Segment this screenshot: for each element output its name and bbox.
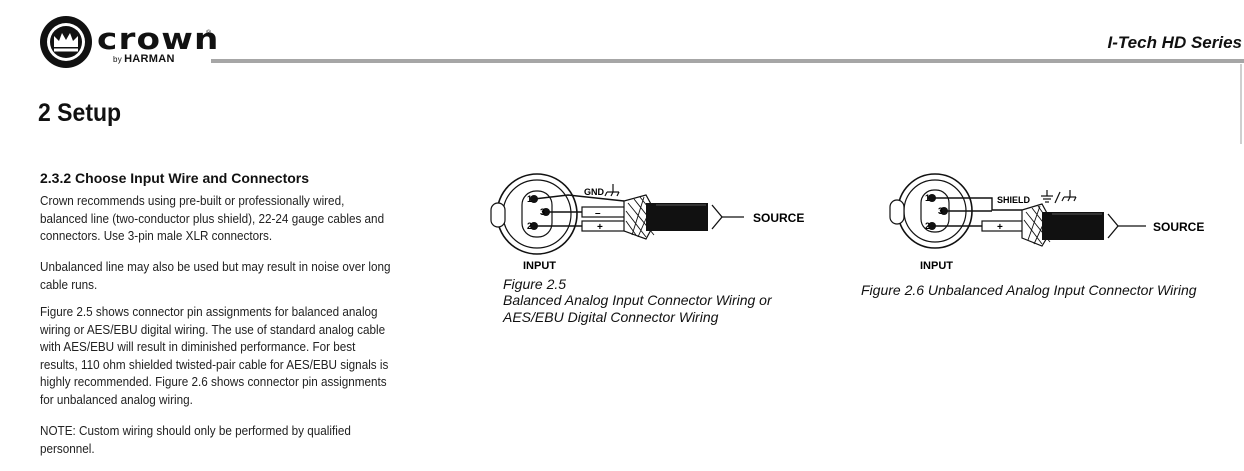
xlr-connector-icon (490, 173, 578, 255)
pin-3-label: 3 (938, 206, 943, 216)
edge-rule (1240, 64, 1242, 144)
chassis-ground-icon (604, 184, 620, 197)
body-paragraph-4: NOTE: Custom wiring should only be perfo… (40, 423, 351, 456)
brand-wordmark: crown (97, 22, 220, 56)
gnd-label: GND (584, 187, 605, 197)
figure-2-6-caption: Figure 2.6 Unbalanced Analog Input Conne… (861, 282, 1197, 298)
section-heading: 2.3.2 Choose Input Wire and Connectors (40, 170, 310, 186)
figure-2-6-diagram: 1 3 2 + SHIELD SOURCE INPUT (889, 173, 1204, 272)
pin-3-label: 3 (540, 207, 545, 217)
cable-jacket (646, 203, 708, 231)
registered-mark: ® (206, 30, 212, 37)
pin-2-label: 2 (925, 221, 930, 231)
plus-label: + (997, 222, 1003, 233)
source-label: SOURCE (753, 211, 804, 225)
shield-label: SHIELD (997, 195, 1031, 205)
figure-2-5-diagram: 1 3 2 – + GND SOURCE INPUT (490, 173, 804, 272)
body-paragraph-2: Unbalanced line may also be used but may… (40, 259, 391, 292)
figure-2-5-number: Figure 2.5 (503, 276, 567, 292)
pin-2-label: 2 (527, 221, 532, 231)
cable-jacket (1042, 212, 1104, 240)
input-label: INPUT (523, 260, 556, 272)
earth-ground-icon (1041, 190, 1061, 204)
harman-text: HARMAN (124, 53, 175, 65)
chapter-title: 2 Setup (38, 99, 122, 127)
chassis-ground-icon (1061, 190, 1077, 202)
figure-2-5-title-line-1: Balanced Analog Input Connector Wiring o… (503, 292, 772, 308)
figure-2-5-title-line-2: AES/EBU Digital Connector Wiring (503, 309, 719, 325)
xlr-connector-icon (889, 173, 973, 249)
pin-1-label: 1 (925, 193, 930, 203)
by-text: by (113, 55, 123, 64)
crown-logo-icon (40, 16, 92, 68)
header-rule (211, 59, 1244, 63)
minus-label: – (595, 208, 601, 219)
pin-1-label: 1 (527, 194, 532, 204)
source-label: SOURCE (1153, 220, 1204, 234)
body-paragraph-3: Figure 2.5 shows connector pin assignmen… (40, 304, 389, 407)
plus-label: + (597, 222, 603, 233)
series-title: I-Tech HD Series (1107, 33, 1242, 52)
input-label: INPUT (920, 260, 953, 272)
body-paragraph-1: Crown recommends using pre-built or prof… (40, 193, 385, 243)
